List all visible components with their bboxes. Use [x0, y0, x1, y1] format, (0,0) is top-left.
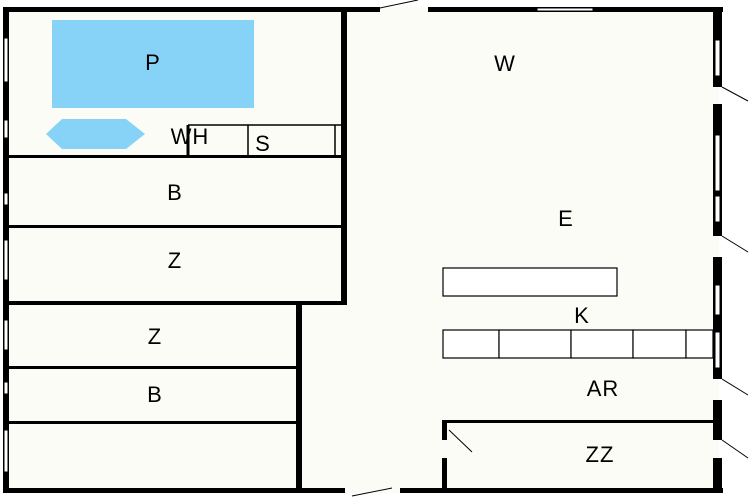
outer-wall-right-5: [713, 458, 722, 493]
room-label-bath-upper: B: [167, 180, 183, 205]
wall-under-wh: [9, 155, 341, 158]
room-label-zz: ZZ: [586, 442, 615, 467]
wall-under-z-lower: [9, 366, 296, 369]
interior-walls: [9, 12, 713, 488]
room-label-ar: AR: [587, 376, 620, 401]
kitchen-counters: [442, 267, 714, 359]
window-left-6: [3, 381, 9, 395]
room-label-bath-lower: B: [147, 382, 163, 407]
counter-segment-1: [442, 329, 500, 359]
wall-under-b-lower: [9, 421, 296, 424]
wall-zz-left-upper: [442, 420, 447, 440]
door-bottom-entrance: [351, 487, 393, 497]
wall-under-b-upper: [9, 225, 341, 228]
wall-under-z-upper: [9, 301, 347, 305]
window-left-1: [3, 37, 9, 83]
room-label-k: K: [574, 303, 590, 328]
hot-tub-shape: [46, 119, 145, 149]
door-top-entrance: [379, 0, 419, 9]
door-right-2: [721, 235, 749, 253]
wall-zz-left-lower: [442, 458, 447, 488]
counter-segment-2: [498, 329, 572, 359]
counter-segment-3: [570, 329, 634, 359]
partitions: [186, 124, 341, 155]
counter-segment-5: [685, 329, 714, 359]
door-right-1: [721, 86, 749, 102]
room-label-bedroom-lower: Z: [148, 324, 162, 349]
door-right-4: [721, 439, 749, 459]
room-label-w: W: [494, 51, 516, 76]
door-swings: [351, 0, 749, 497]
outer-wall-bottom-right: [400, 488, 723, 493]
counter-segment-4: [632, 329, 687, 359]
windows: [3, 7, 721, 473]
window-left-5: [3, 319, 9, 351]
window-left-4: [3, 239, 9, 281]
window-right-2: [714, 134, 721, 192]
pool-shape: [52, 20, 254, 108]
window-right-5: [714, 331, 721, 369]
room-label-s: S: [255, 131, 271, 156]
window-left-2: [3, 119, 9, 139]
window-top: [536, 7, 594, 12]
room-label-wh: WH: [171, 124, 210, 149]
kitchen-island: [442, 267, 618, 297]
outer-wall-right-3: [713, 257, 722, 379]
window-left-7: [3, 429, 9, 473]
window-right-4: [714, 284, 721, 316]
window-right-3: [714, 195, 721, 223]
door-zz: [448, 429, 473, 453]
wall-zz-top: [442, 420, 713, 423]
outer-wall-right-4: [713, 400, 722, 440]
room-label-pool: P: [145, 50, 161, 75]
door-right-3: [721, 378, 749, 396]
wall-central-upper: [341, 12, 347, 304]
room-label-bedroom-upper: Z: [168, 248, 182, 273]
outer-wall-top-left: [3, 7, 380, 12]
wall-central-lower: [296, 304, 302, 488]
window-right-1: [714, 39, 721, 77]
window-left-3: [3, 192, 9, 206]
room-label-e: E: [558, 206, 574, 231]
outer-wall-bottom-left: [3, 488, 345, 493]
